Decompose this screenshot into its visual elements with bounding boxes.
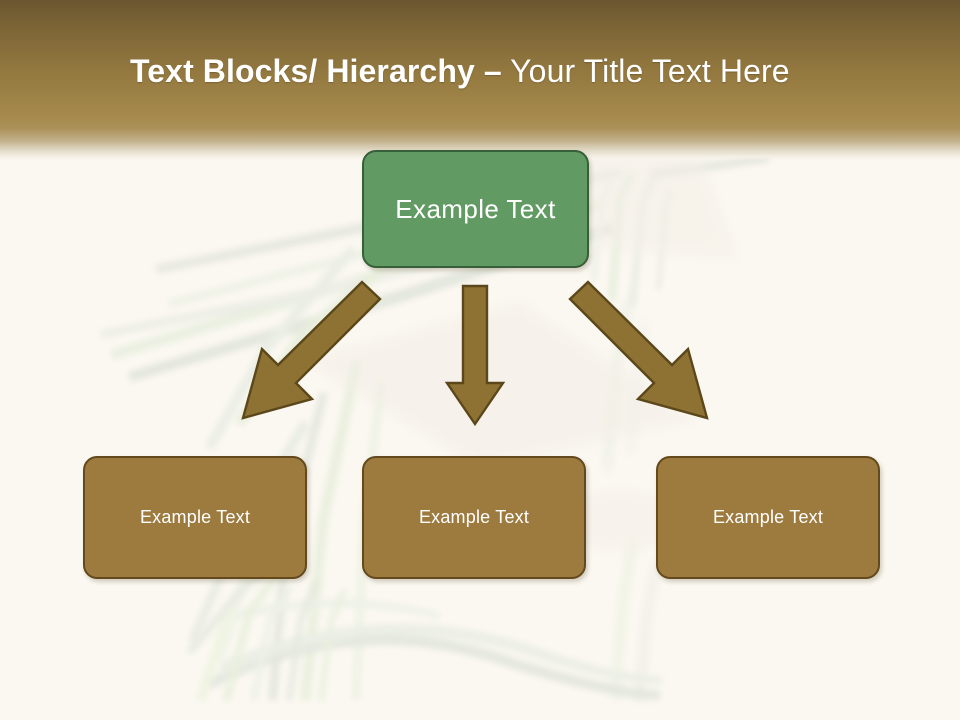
page-title: Text Blocks/ Hierarchy – Your Title Text…: [130, 51, 790, 91]
hierarchy-top-node[interactable]: Example Text: [362, 150, 589, 268]
hierarchy-child-node-3[interactable]: Example Text: [656, 456, 880, 579]
hierarchy-top-node-label: Example Text: [395, 193, 556, 224]
title-banner: Text Blocks/ Hierarchy – Your Title Text…: [0, 0, 960, 160]
hierarchy-child-node-2[interactable]: Example Text: [362, 456, 586, 579]
arrow-down-icon: [444, 284, 506, 427]
hierarchy-child-node-1[interactable]: Example Text: [83, 456, 307, 579]
hierarchy-child-node-2-label: Example Text: [418, 507, 530, 527]
hierarchy-child-node-1-label: Example Text: [139, 507, 251, 527]
arrow-down-left-icon: [241, 280, 382, 420]
page-title-bold: Text Blocks/ Hierarchy –: [130, 53, 502, 89]
page-title-regular: Your Title Text Here: [501, 53, 790, 89]
hierarchy-child-node-3-label: Example Text: [712, 507, 824, 527]
arrow-down-right-icon: [568, 280, 709, 420]
